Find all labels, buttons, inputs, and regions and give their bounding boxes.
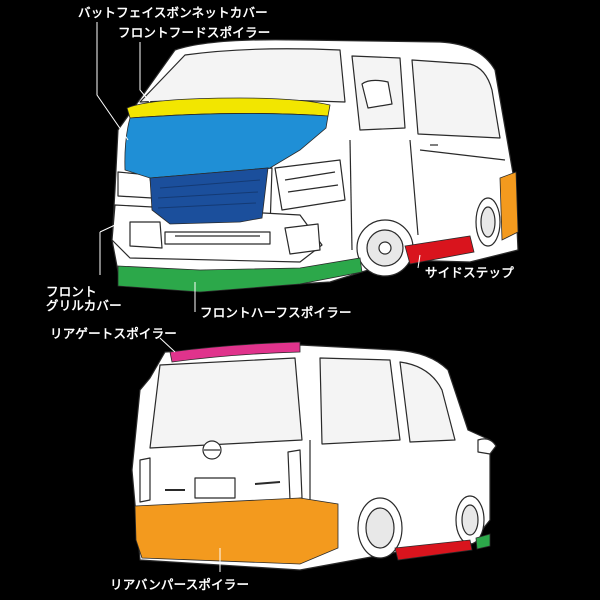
- rear-bumper-part-front-view: [499, 171, 519, 241]
- front-grill-cover-part: [149, 167, 269, 225]
- leader-lines-front: [96, 22, 421, 312]
- side-window-rear: [411, 59, 501, 139]
- front-half-spoiler-part: [117, 257, 363, 293]
- label-rear-gate-spoiler: リアゲートスポイラー: [50, 326, 178, 341]
- side-step-part: [404, 235, 475, 265]
- half-spoiler-rear-tip: [475, 533, 491, 550]
- label-front-grill-cover-line1: フロント: [46, 284, 97, 299]
- label-side-step: サイドステップ: [425, 265, 514, 280]
- headlight-right: [274, 159, 346, 211]
- label-front-grill-cover-line2: グリルカバー: [46, 298, 122, 313]
- side-step-rear-part: [394, 539, 473, 561]
- license-plate-area: [194, 477, 236, 499]
- rear-window: [149, 357, 303, 449]
- label-rear-bumper-spoiler: リアバンパースポイラー: [110, 577, 250, 592]
- rear-gate-spoiler-part: [169, 341, 301, 363]
- batface-bonnet-cover-part: [124, 113, 329, 179]
- rear-bumper-spoiler-part: [134, 497, 339, 565]
- label-batface-bonnet-cover: バットフェイスボンネットカバー: [78, 5, 268, 20]
- leader-lines-rear: [159, 337, 221, 572]
- side-mirror: [361, 79, 393, 109]
- label-front-hood-spoiler: フロントフードスポイラー: [118, 25, 271, 40]
- label-front-grill-cover: フロント グリルカバー: [46, 285, 122, 313]
- label-front-half-spoiler: フロントハーフスポイラー: [200, 305, 352, 320]
